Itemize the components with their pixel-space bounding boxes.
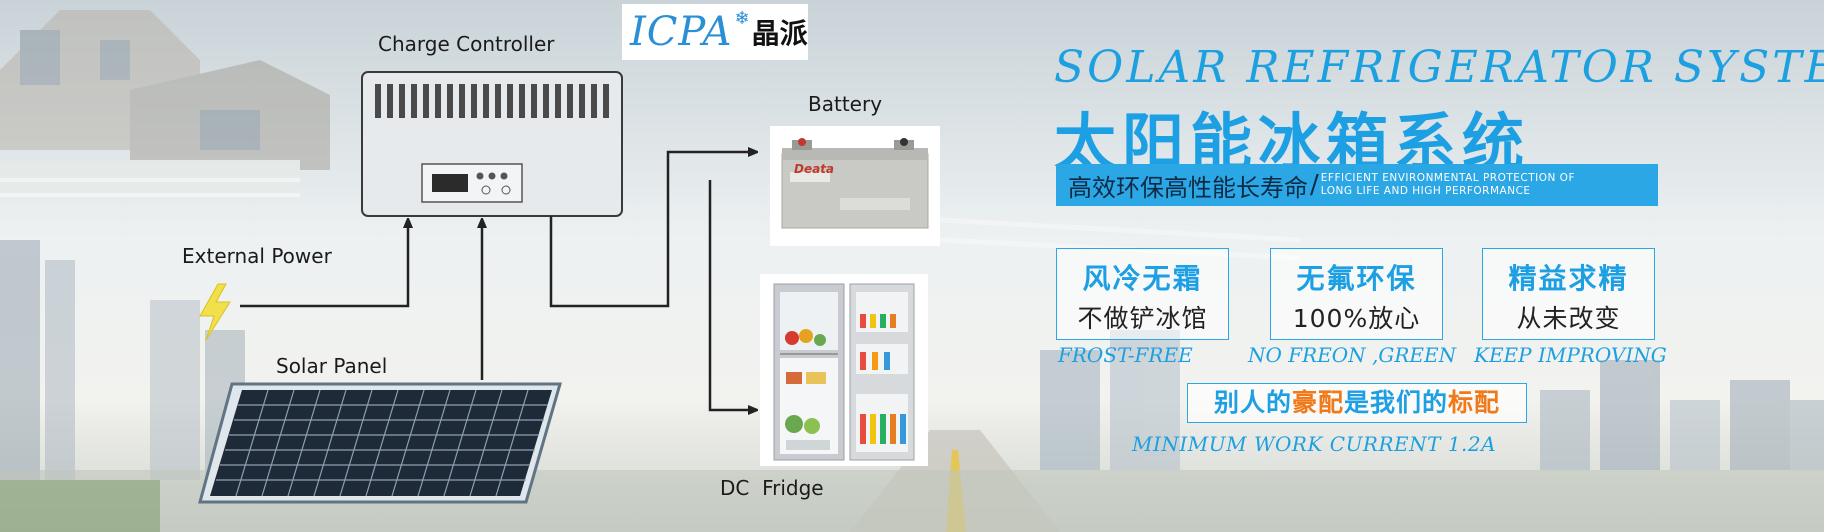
subtitle-bar: 高效环保高性能长寿命 / EFFICIENT ENVIRONMENTAL PRO… [1056, 164, 1658, 206]
slogan-box: 别人的豪配是我们的标配 [1187, 383, 1527, 423]
dc-fridge-label: DC Fridge [720, 476, 824, 500]
logo-en: ICPA [630, 9, 733, 55]
subtitle-english: EFFICIENT ENVIRONMENTAL PROTECTION OF LO… [1320, 172, 1575, 197]
feature-en-no-freon: NO FREON ,GREEN [1248, 343, 1457, 367]
solar-panel-device [198, 382, 562, 504]
feature-en-frost-free: FROST-FREE [1058, 343, 1193, 367]
solar-panel-label: Solar Panel [276, 354, 388, 378]
feature-en-keep-improving: KEEP IMPROVING [1474, 343, 1667, 367]
battery-brand: Deata [794, 162, 835, 176]
feature-no-freon: 无氟环保 100%放心 [1270, 248, 1443, 340]
brand-logo: ICPA ❄ 晶派 [622, 4, 808, 60]
fridge-photo [760, 274, 928, 466]
logo-cn: 晶派 [751, 17, 808, 50]
feature-keep-improving: 精益求精 从未改变 [1482, 248, 1655, 340]
lightning-icon [199, 283, 231, 341]
battery-photo: Deata [770, 126, 940, 246]
battery-label: Battery [808, 92, 883, 116]
subtitle-chinese: 高效环保高性能长寿命 [1068, 173, 1308, 202]
charge-controller-label: Charge Controller [378, 32, 555, 56]
min-work-current: MINIMUM WORK CURRENT 1.2A [1132, 432, 1497, 456]
snowflake-icon: ❄ [734, 7, 750, 29]
charge-controller-device [361, 71, 623, 217]
title-english: SOLAR REFRIGERATOR SYSTEM [1054, 42, 1824, 93]
subtitle-slash: / [1310, 170, 1319, 200]
feature-frost-free: 风冷无霜 不做铲冰馆 [1056, 248, 1229, 340]
external-power-label: External Power [182, 244, 332, 268]
